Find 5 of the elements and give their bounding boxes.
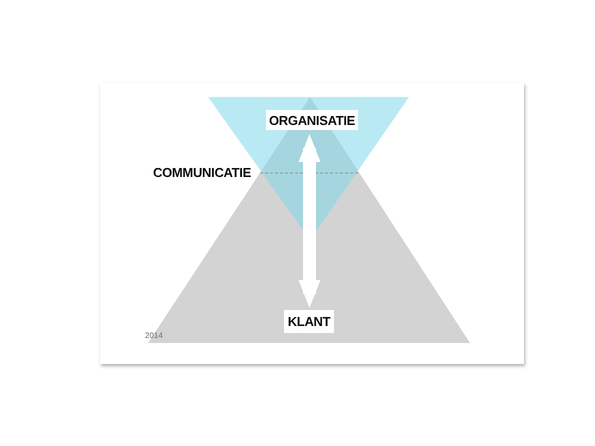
double-arrow: [298, 134, 320, 308]
label-box: ORGANISATIE: [266, 110, 358, 130]
label-box: KLANT: [284, 310, 334, 333]
section-label: COMMUNICATIE: [153, 165, 251, 180]
credit-text: 2014: [145, 331, 163, 340]
